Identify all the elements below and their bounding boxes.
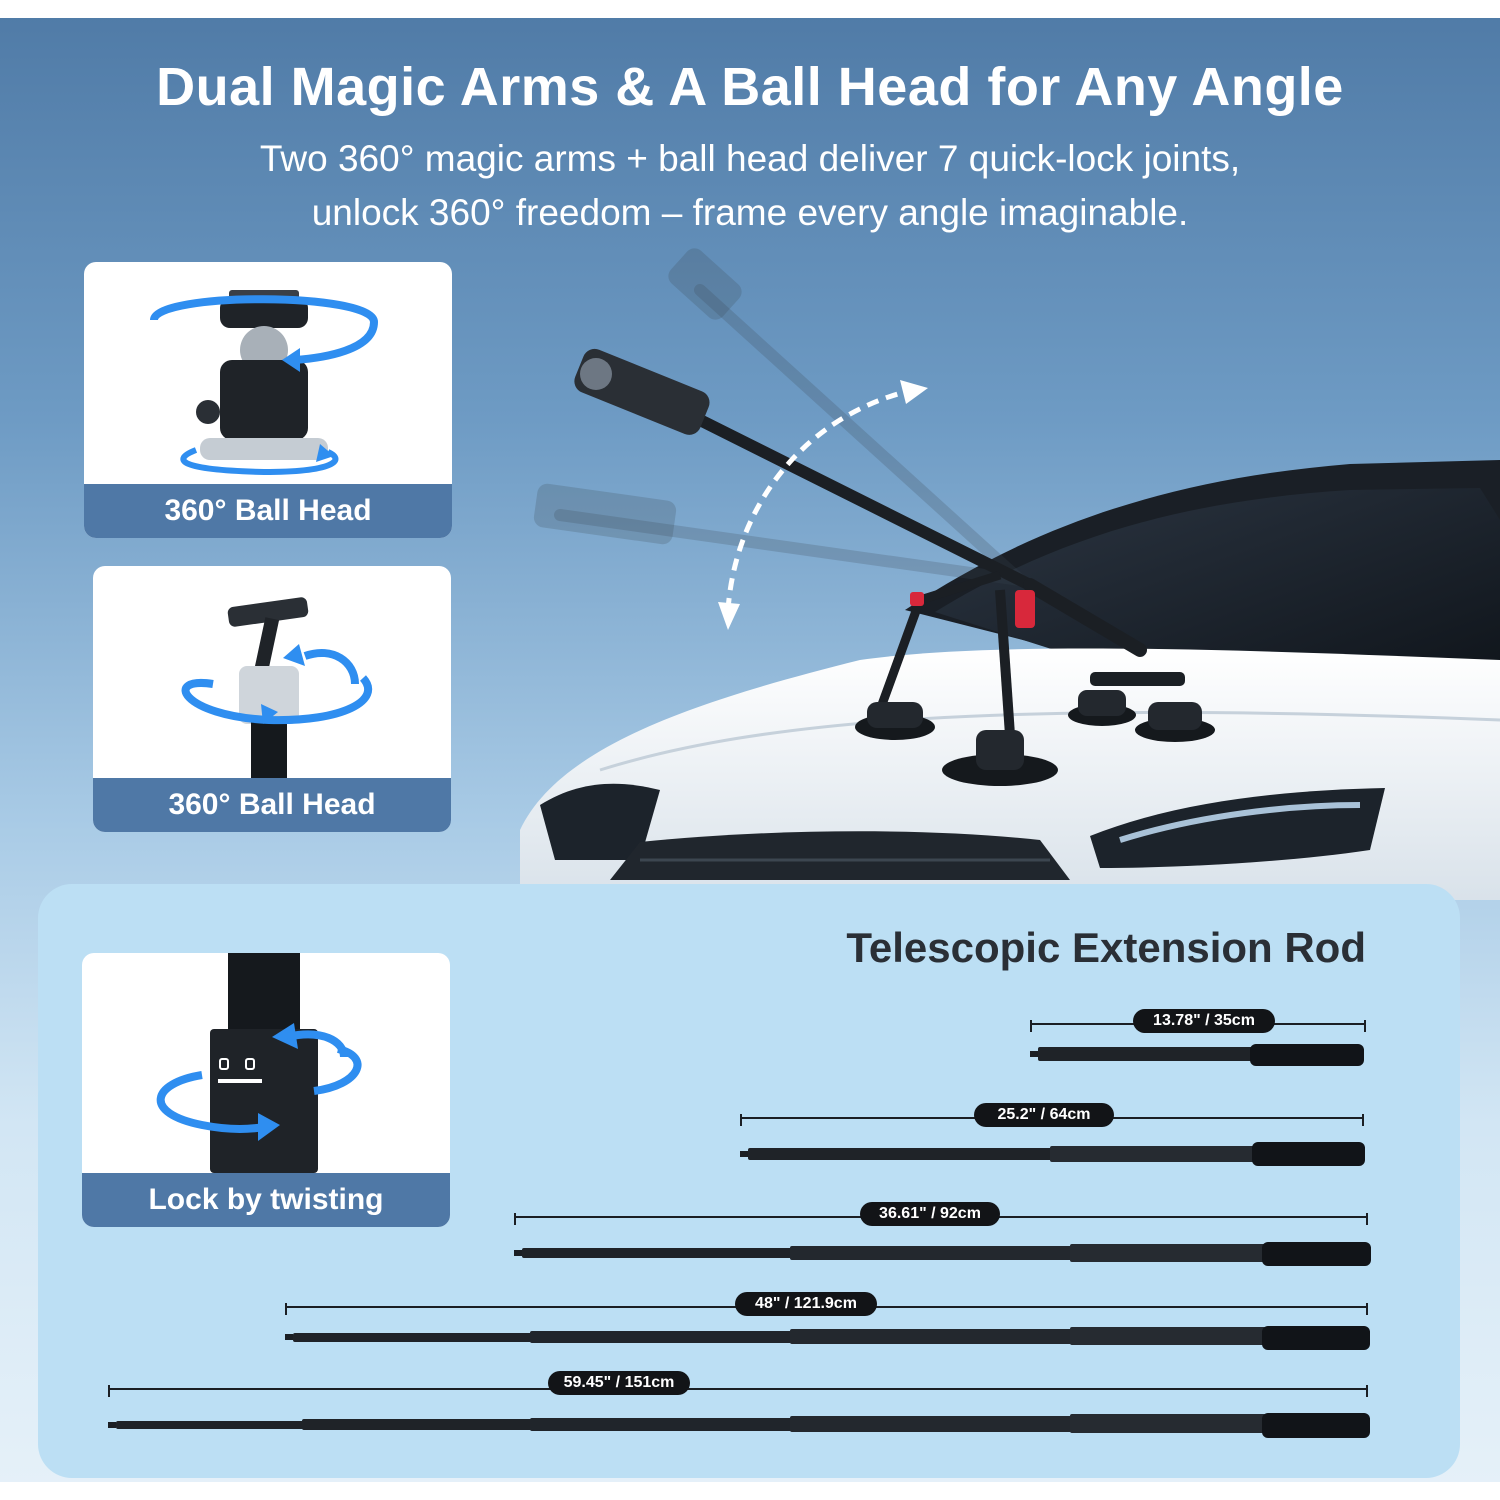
page-title: Dual Magic Arms & A Ball Head for Any An…	[156, 57, 1344, 117]
length-label: 48" / 121.9cm	[735, 1292, 877, 1316]
feature-card-twist-lock: Lock by twisting	[82, 953, 450, 1227]
length-label: 59.45" / 151cm	[548, 1371, 690, 1395]
bottom-border	[0, 1482, 1500, 1500]
feature-card-arm-joint: 360° Ball Head	[93, 566, 451, 832]
car-mount-scene	[520, 248, 1500, 900]
feature-caption: 360° Ball Head	[84, 484, 452, 538]
top-border	[0, 0, 1500, 18]
rod-121cm	[285, 1303, 1370, 1350]
rod-151cm	[108, 1385, 1370, 1438]
rod-35cm	[1030, 1020, 1366, 1066]
subtitle-line-2: unlock 360° freedom – frame every angle …	[311, 192, 1189, 233]
subtitle-line-1: Two 360° magic arms + ball head deliver …	[259, 138, 1241, 179]
feature-caption: Lock by twisting	[82, 1173, 450, 1227]
ball-head-rotation-icon	[150, 290, 379, 476]
extension-rod-title: Telescopic Extension Rod	[846, 924, 1366, 971]
length-label: 25.2" / 64cm	[974, 1103, 1114, 1127]
twist-lock-icon	[156, 953, 362, 1173]
feature-card-ball-head: 360° Ball Head	[84, 262, 452, 538]
mount-rig	[533, 248, 1215, 786]
arm-joint-rotation-icon	[181, 597, 373, 780]
feature-caption: 360° Ball Head	[93, 778, 451, 832]
length-label: 36.61" / 92cm	[860, 1202, 1000, 1226]
swing-arc-arrow-icon	[718, 380, 928, 630]
length-label: 13.78" / 35cm	[1133, 1009, 1275, 1033]
